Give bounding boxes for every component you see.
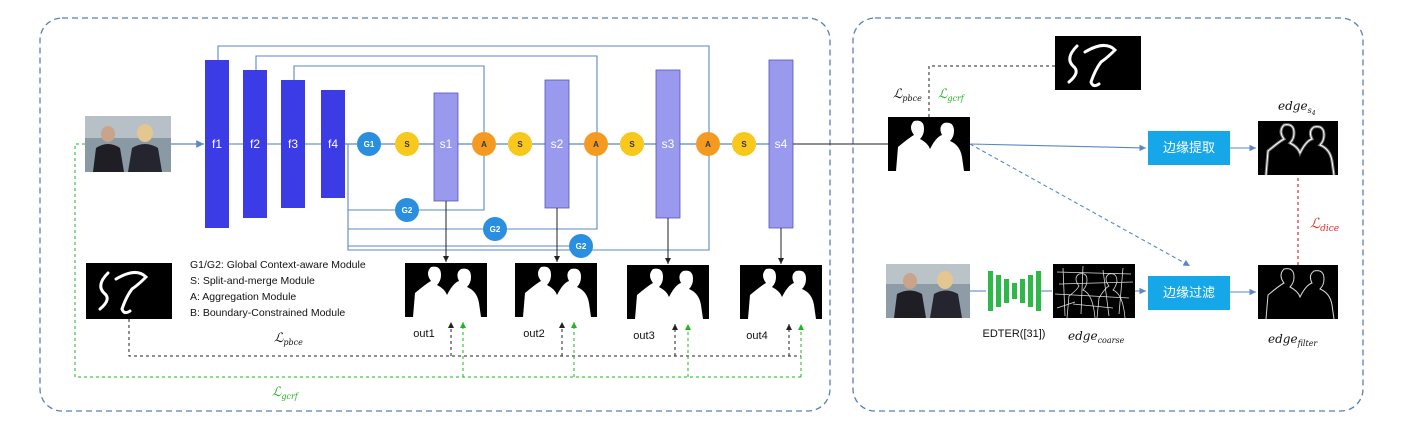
f1-block <box>205 60 229 228</box>
edge-extract-button: 边缘提取 <box>1148 131 1230 165</box>
a-circle-3 <box>696 132 720 156</box>
svg-text:边缘过滤: 边缘过滤 <box>1163 285 1215 300</box>
s1-label: s1 <box>440 137 453 151</box>
g2-label-1: G2 <box>402 206 413 215</box>
a-label-1: A <box>481 140 487 149</box>
modules: G1 S S S S A A A G2 G2 G2 <box>357 132 756 258</box>
g2-circle-2 <box>483 217 507 241</box>
f3-block <box>281 80 305 208</box>
a-label-2: A <box>593 140 599 149</box>
s3-block <box>655 69 681 219</box>
encoder: f1 f2 f3 f4 <box>205 60 345 228</box>
edge-filter-button: 边缘过滤 <box>1148 276 1230 310</box>
output-labels: out1 out2 out3 out4 <box>413 328 767 342</box>
f3-label: f3 <box>288 137 298 151</box>
input-photo <box>85 116 171 172</box>
f2-block <box>243 70 267 218</box>
out2-label: out2 <box>523 328 544 340</box>
out1-label: out1 <box>413 328 434 340</box>
edge-filter-label: edgefilter <box>1268 332 1318 348</box>
g1-label: G1 <box>364 140 375 149</box>
f4-block <box>321 90 345 198</box>
edge-coarse-label: edgecoarse <box>1068 329 1125 345</box>
out3-label: out3 <box>633 330 654 342</box>
g2-circle-3 <box>569 234 593 258</box>
f4-label: f4 <box>328 137 338 151</box>
loss-gcrf-right: ℒgcrf <box>938 87 966 103</box>
edge-s4-image <box>1258 121 1338 176</box>
scribble-image-right <box>1055 36 1141 90</box>
a-circle-2 <box>584 132 608 156</box>
svg-text:边缘提取: 边缘提取 <box>1163 140 1215 155</box>
refined-mask <box>888 117 970 171</box>
s2-block <box>544 79 570 209</box>
s1-block <box>433 92 459 202</box>
edge-coarse-image <box>1053 264 1135 319</box>
scribble-image-left <box>86 263 172 319</box>
s-label-2: S <box>517 140 523 149</box>
g2-label-2: G2 <box>490 225 501 234</box>
s-circle-3 <box>620 132 644 156</box>
loss-gcrf-bottom: ℒgcrf <box>272 385 300 401</box>
edge-s4-label: edges4 <box>1278 99 1316 117</box>
s3-label: s3 <box>662 137 675 151</box>
s-circle-1 <box>395 132 419 156</box>
s-label-3: S <box>629 140 635 149</box>
loss-pbce-right: ℒpbce <box>893 87 922 103</box>
out4-label: out4 <box>746 330 767 342</box>
pbce-supervision-line <box>128 319 801 357</box>
s4-label: s4 <box>775 137 788 151</box>
loss-pbce-left: ℒpbce <box>274 331 303 347</box>
g2-circle-1 <box>395 198 419 222</box>
skip-connections <box>217 45 710 251</box>
gcrf-supervision-line <box>74 143 804 378</box>
g2-label-3: G2 <box>576 242 587 251</box>
legend: G1/G2: Global Context-aware Module S: Sp… <box>190 259 366 319</box>
stage-output-arrows <box>443 201 784 264</box>
s-circle-2 <box>508 132 532 156</box>
out3-mask <box>627 265 709 319</box>
f2-label: f2 <box>250 137 260 151</box>
decoder-stages: s1 s2 s3 s4 <box>433 59 794 229</box>
right-frame <box>852 17 1364 412</box>
edter-label: EDTER([31]) <box>983 328 1046 340</box>
out4-mask <box>740 265 822 319</box>
right-input-photo <box>886 264 970 318</box>
s-label-4: S <box>741 140 747 149</box>
f1-label: f1 <box>212 137 222 151</box>
legend-line4: B: Boundary-Constrained Module <box>190 307 345 319</box>
a-circle-1 <box>472 132 496 156</box>
g1-circle <box>357 132 381 156</box>
a-label-3: A <box>705 140 711 149</box>
legend-line1: G1/G2: Global Context-aware Module <box>190 259 366 271</box>
output-masks <box>405 263 822 319</box>
s-label-1: S <box>404 140 410 149</box>
out2-mask <box>515 263 597 317</box>
legend-line3: A: Aggregation Module <box>190 291 296 303</box>
s-circle-4 <box>732 132 756 156</box>
legend-line2: S: Split-and-merge Module <box>190 275 315 287</box>
s2-label: s2 <box>551 137 564 151</box>
edter-network-icon <box>988 271 1041 311</box>
out1-mask <box>405 263 487 317</box>
left-frame <box>39 17 831 412</box>
loss-dice: ℒdice <box>1310 216 1339 234</box>
edge-filter-image <box>1258 265 1338 320</box>
